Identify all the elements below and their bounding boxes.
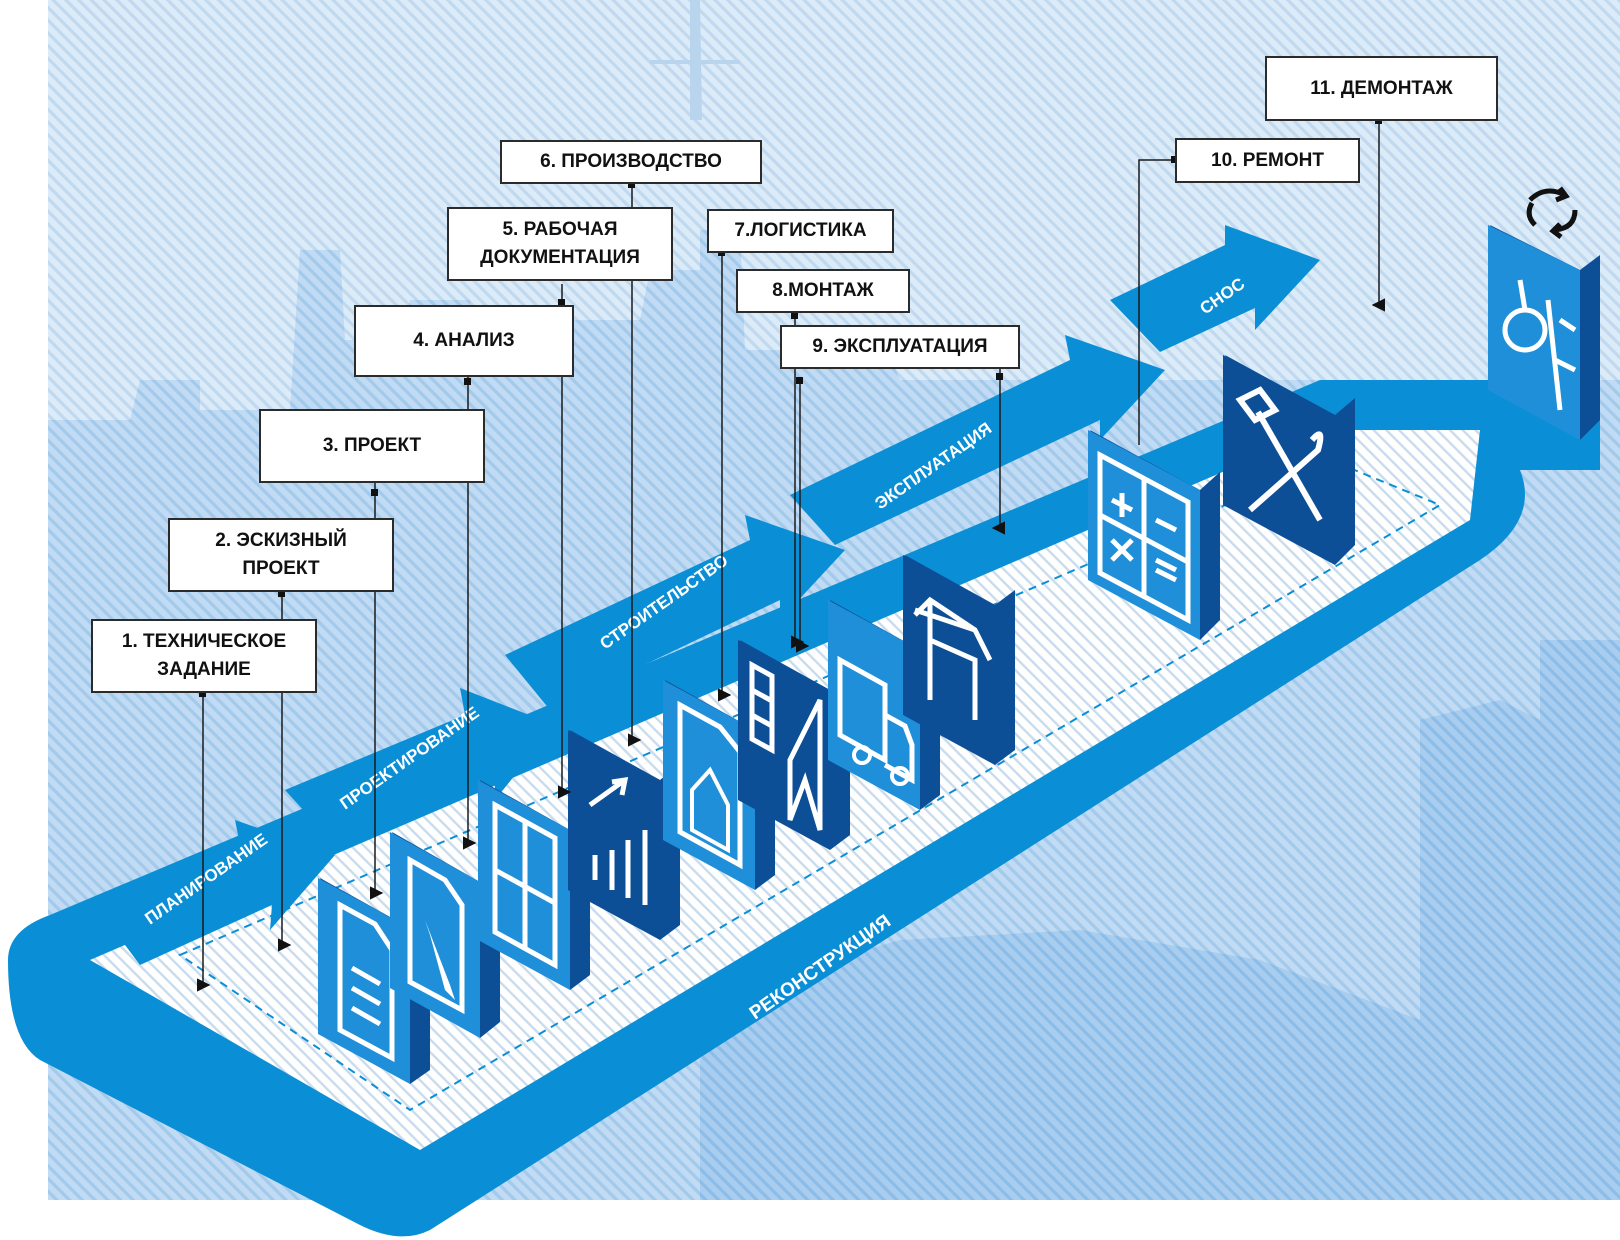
- stage-box-8: 8.МОНТАЖ: [736, 269, 910, 313]
- stage-box-6: 6. ПРОИЗВОДСТВО: [500, 140, 762, 184]
- phase-arrows: [95, 225, 1320, 965]
- stage-box-11: 11. ДЕМОНТАЖ: [1265, 56, 1498, 121]
- building-panel-icon: [738, 640, 850, 850]
- stage-box-10: 10. РЕМОНТ: [1175, 138, 1360, 183]
- document-icon: [318, 878, 430, 1084]
- pencil-document-icon: [390, 832, 500, 1038]
- stage-box-5: 5. РАБОЧАЯ ДОКУМЕНТАЦИЯ: [447, 207, 673, 281]
- calculator-icon: [1088, 430, 1220, 640]
- stage-box-4: 4. АНАЛИЗ: [354, 305, 574, 377]
- crane-icon: [903, 555, 1015, 765]
- connector-lines: [196, 121, 1386, 992]
- tools-icon: [1223, 355, 1355, 565]
- recycle-icon: [1526, 186, 1578, 239]
- floor-plan-icon: [478, 780, 590, 990]
- stage-box-3: 3. ПРОЕКТ: [259, 409, 485, 483]
- growth-chart-icon: [568, 730, 680, 940]
- stage-box-9: 9. ЭКСПЛУАТАЦИЯ: [780, 325, 1020, 369]
- stage-box-7: 7.ЛОГИСТИКА: [707, 209, 894, 253]
- demolition-ball-icon: [1488, 225, 1600, 440]
- stage-box-2: 2. ЭСКИЗНЫЙ ПРОЕКТ: [168, 518, 394, 592]
- stage-box-1: 1. ТЕХНИЧЕСКОЕ ЗАДАНИЕ: [91, 619, 317, 693]
